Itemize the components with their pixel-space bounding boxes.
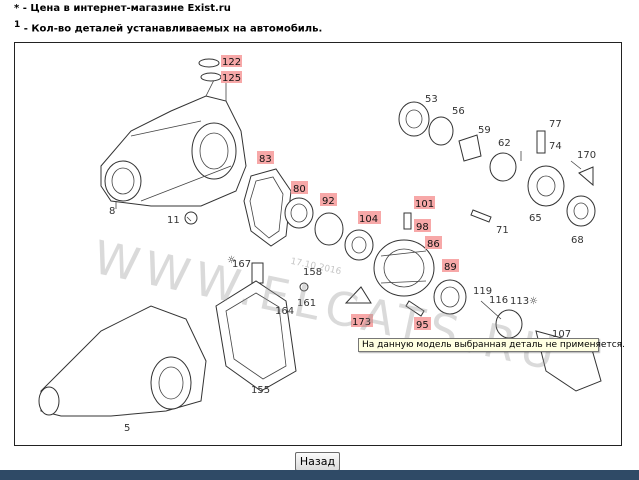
seal-62-drawing	[489, 152, 517, 182]
part-label-104[interactable]: 104	[358, 211, 381, 225]
svg-text:95: 95	[416, 320, 429, 331]
svg-text:80: 80	[293, 184, 306, 195]
part-label-119[interactable]: 119	[473, 286, 492, 297]
rear-cover-upper-drawing	[100, 75, 247, 207]
part-label-56[interactable]: 56	[452, 106, 465, 117]
star-marker-icon: ☼	[529, 296, 538, 307]
bolt-101-drawing	[403, 212, 412, 230]
clip-59-drawing	[458, 134, 482, 162]
seal-104-drawing	[344, 229, 374, 261]
screw-158-drawing	[299, 282, 309, 292]
star-marker-icon: ☼	[227, 255, 236, 266]
part-label-164[interactable]: 164	[275, 306, 294, 317]
svg-text:104: 104	[359, 214, 378, 225]
part-label-11[interactable]: 11	[167, 215, 180, 226]
part-label-155[interactable]: 155	[251, 385, 270, 396]
ring-92-drawing	[314, 212, 344, 246]
part-label-92[interactable]: 92	[320, 193, 337, 207]
tooltip: На данную модель выбранная деталь не при…	[358, 338, 625, 352]
bolt-95-drawing	[405, 300, 425, 317]
part-label-167[interactable]: 167	[232, 259, 251, 270]
part-label-86[interactable]: 86	[425, 236, 442, 250]
axle-housing-lower-drawing	[38, 305, 207, 417]
part-label-125[interactable]: 125	[221, 71, 242, 84]
seal-89-drawing	[433, 279, 467, 315]
part-label-59[interactable]: 59	[478, 125, 491, 136]
part-label-107[interactable]: 107	[552, 329, 571, 340]
part-label-98[interactable]: 98	[414, 219, 431, 233]
part-label-65[interactable]: 65	[529, 213, 542, 224]
svg-text:83: 83	[259, 154, 272, 165]
part-label-161[interactable]: 161	[297, 298, 316, 309]
quantity-note-marker: 1	[14, 20, 21, 30]
svg-text:98: 98	[416, 222, 429, 233]
flange-173-drawing	[344, 286, 372, 304]
differential-carrier-drawing	[373, 239, 435, 297]
part-label-158[interactable]: 158	[303, 267, 322, 278]
bolt-71-drawing	[470, 209, 492, 223]
rear-cover-155-drawing	[215, 280, 297, 392]
bearing-80-drawing	[284, 197, 314, 229]
part-label-80[interactable]: 80	[291, 181, 308, 195]
bottom-bar	[0, 470, 639, 480]
bearing-53-drawing	[398, 101, 430, 137]
price-note-marker: *	[14, 3, 20, 14]
part-label-173[interactable]: 173	[351, 314, 373, 328]
part-label-101[interactable]: 101	[414, 196, 435, 210]
flange-65-drawing	[527, 165, 565, 207]
part-label-122[interactable]: 122	[221, 55, 242, 68]
quantity-note: 1 - Кол-во деталей устанавливаемых на ав…	[14, 20, 322, 34]
svg-text:122: 122	[222, 57, 241, 68]
gasket-drawing	[243, 168, 292, 247]
quantity-note-text: - Кол-во деталей устанавливаемых на авто…	[23, 23, 323, 35]
svg-text:92: 92	[322, 196, 335, 207]
part-label-8[interactable]: 8	[109, 206, 115, 217]
part-label-95[interactable]: 95	[414, 317, 431, 331]
svg-text:173: 173	[352, 317, 371, 328]
part-label-170[interactable]: 170	[577, 150, 596, 161]
part-label-89[interactable]: 89	[442, 259, 459, 273]
svg-text:89: 89	[444, 262, 457, 273]
svg-text:101: 101	[415, 199, 434, 210]
svg-text:86: 86	[427, 239, 440, 250]
part-label-62[interactable]: 62	[498, 138, 511, 149]
part-label-83[interactable]: 83	[257, 151, 274, 165]
seal-68-drawing	[566, 195, 596, 227]
part-label-53[interactable]: 53	[425, 94, 438, 105]
part-label-71[interactable]: 71	[496, 225, 509, 236]
back-button[interactable]: Назад	[295, 452, 340, 471]
part-label-77[interactable]: 77	[549, 119, 562, 130]
price-note-text: - Цена в интернет-магазине Exist.ru	[22, 3, 231, 14]
part-label-68[interactable]: 68	[571, 235, 584, 246]
parts-diagram-drawing: 122 125 83 80 92 104 101 98	[38, 55, 602, 434]
pin-77-drawing	[536, 130, 546, 154]
plate-170-drawing	[578, 166, 594, 187]
leader-lines	[115, 151, 582, 320]
part-label-116[interactable]: 116	[489, 295, 508, 306]
svg-text:125: 125	[222, 73, 241, 84]
sensor-167-drawing	[251, 262, 264, 284]
bearing-116-drawing	[495, 309, 523, 339]
shim-drawing	[198, 58, 222, 82]
price-note: * - Цена в интернет-магазине Exist.ru	[14, 3, 231, 14]
plug-11-drawing	[184, 211, 198, 225]
parts-diagram: 122 125 83 80 92 104 101 98	[14, 42, 622, 446]
part-label-74[interactable]: 74	[549, 141, 562, 152]
part-label-113[interactable]: 113	[510, 296, 529, 307]
ring-56-drawing	[428, 116, 454, 146]
part-label-5[interactable]: 5	[124, 423, 130, 434]
